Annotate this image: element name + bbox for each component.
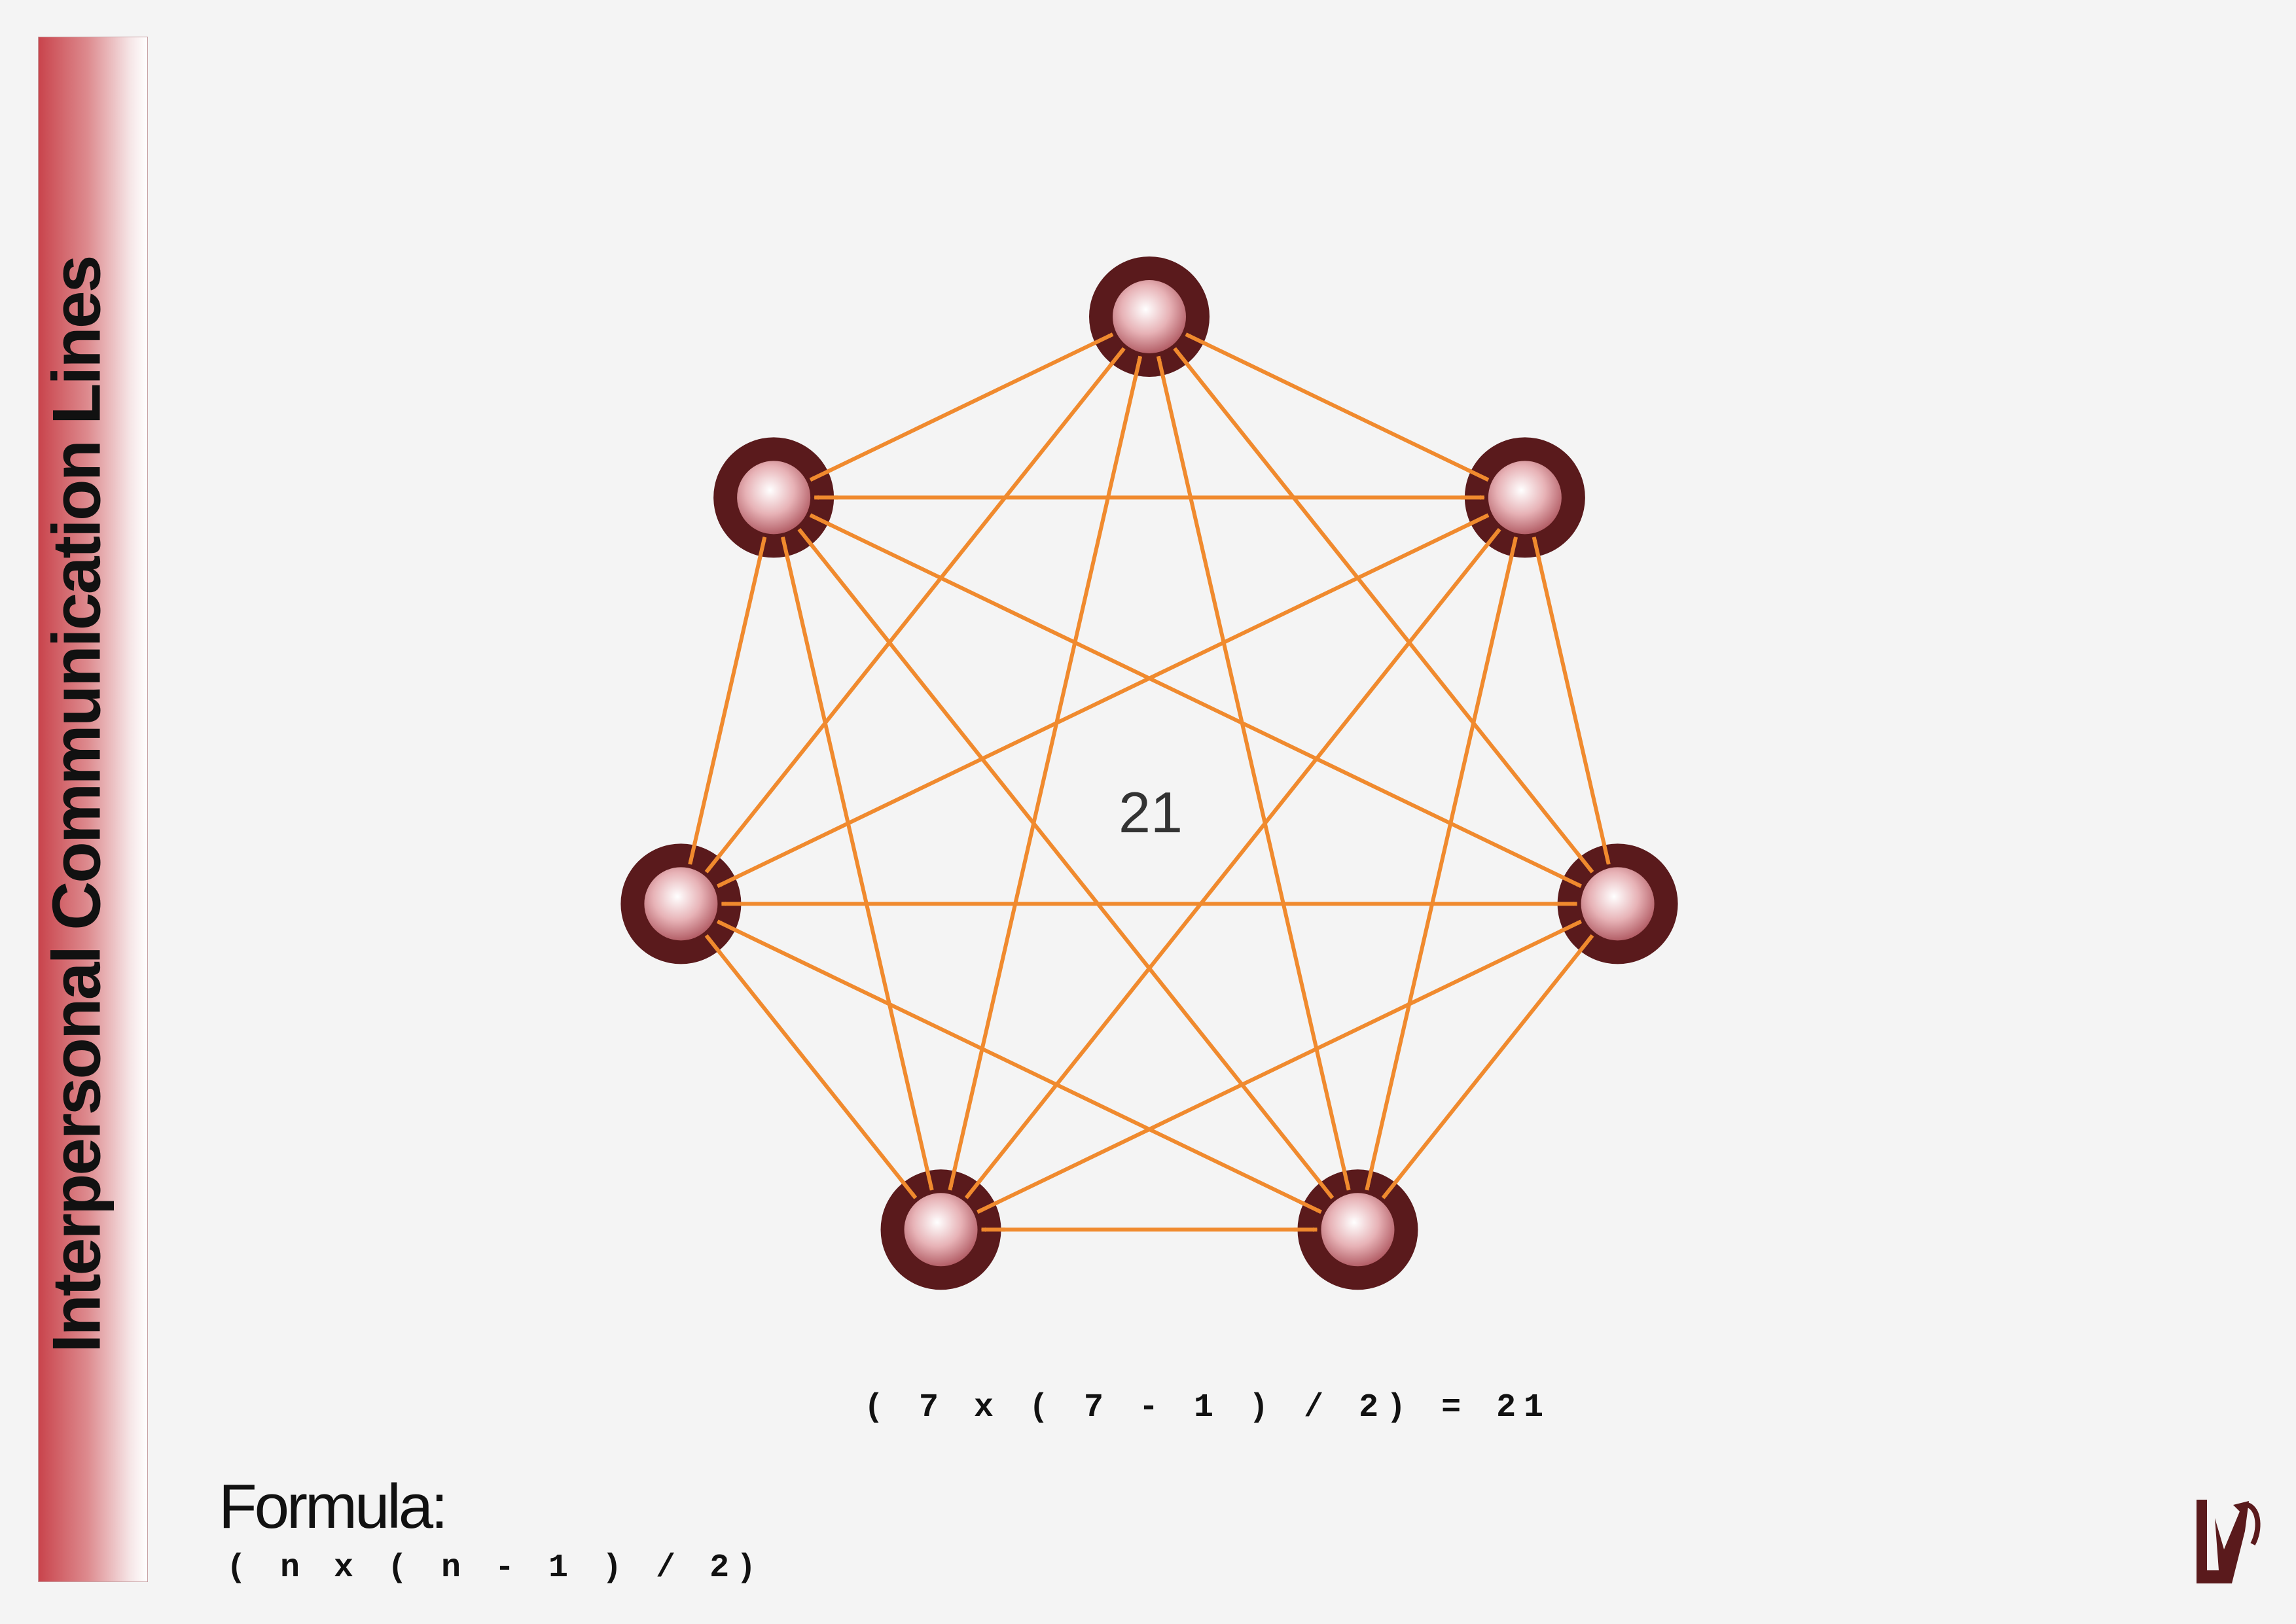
- connection-line-1-4: [1156, 355, 1351, 1191]
- connection-line-2-5: [964, 1178, 982, 1199]
- lv-logo-icon: [2197, 1500, 2261, 1583]
- node-5: [880, 1169, 1001, 1290]
- node-core: [1321, 1193, 1395, 1267]
- connection-line-1-4: [1341, 1167, 1351, 1191]
- connection-line-1-2: [1185, 332, 1208, 347]
- connection-line-4-7: [797, 527, 816, 549]
- connection-line-1-6: [704, 852, 723, 874]
- connection-line-3-7: [1559, 874, 1583, 889]
- title-bar: [38, 37, 148, 1582]
- connection-line-1-5: [1133, 355, 1143, 380]
- connection-line-6-7: [757, 537, 767, 561]
- connection-line-2-6: [1466, 513, 1490, 527]
- node-core: [1113, 280, 1186, 353]
- node-core: [644, 867, 718, 941]
- node-7: [713, 437, 834, 558]
- connection-line-1-2: [1185, 332, 1490, 482]
- connection-line-5-6: [899, 1178, 918, 1199]
- connection-line-3-5: [977, 1200, 1000, 1214]
- node-3: [1557, 843, 1678, 964]
- connection-line-2-4: [1365, 537, 1518, 1191]
- formula-text: ( n x ( n - 1 ) / 2): [226, 1549, 764, 1587]
- formula-label: Formula:: [219, 1472, 448, 1542]
- connection-line-1-5: [948, 355, 1143, 1191]
- connection-line-1-7: [809, 332, 1114, 482]
- connection-count: 21: [1119, 780, 1183, 845]
- person-nodes: [620, 256, 1678, 1290]
- connection-line-4-6: [1299, 1200, 1322, 1214]
- connection-line-3-4: [1576, 934, 1594, 955]
- connection-lines: [688, 332, 1611, 1232]
- connection-line-5-6: [704, 934, 723, 955]
- node-core: [737, 461, 811, 535]
- connection-line-3-5: [977, 919, 1583, 1214]
- connection-line-1-4: [1156, 355, 1166, 380]
- connection-line-1-7: [1090, 332, 1114, 347]
- connection-line-5-7: [924, 1167, 934, 1191]
- connection-line-2-3: [1601, 841, 1611, 865]
- connection-line-4-7: [1316, 1178, 1335, 1199]
- connection-line-1-3: [1576, 852, 1594, 874]
- node-4: [1297, 1169, 1418, 1290]
- connection-line-1-7: [809, 468, 833, 482]
- example-calculation: ( 7 x ( 7 - 1 ) / 2) = 21: [864, 1389, 1552, 1426]
- connection-line-6-7: [688, 841, 698, 865]
- node-core: [904, 1193, 978, 1267]
- connection-line-2-6: [716, 874, 740, 889]
- connection-line-3-7: [809, 513, 833, 527]
- node-1: [1089, 256, 1210, 377]
- node-6: [620, 843, 742, 964]
- node-2: [1464, 437, 1585, 558]
- connection-line-4-6: [716, 919, 1322, 1214]
- connection-line-2-3: [1532, 537, 1541, 561]
- connection-line-2-4: [1509, 537, 1518, 561]
- connection-line-1-5: [948, 1167, 958, 1191]
- connection-line-1-2: [1466, 468, 1490, 482]
- connection-arrowheads: [688, 332, 1611, 1232]
- node-core: [1488, 461, 1562, 535]
- connection-line-5-7: [781, 537, 934, 1191]
- connection-line-3-5: [1559, 919, 1583, 934]
- connection-line-3-4: [1381, 1178, 1399, 1199]
- connection-line-1-6: [1107, 347, 1126, 368]
- connection-line-1-3: [1173, 347, 1594, 874]
- connection-line-2-5: [1483, 527, 1501, 549]
- connection-line-1-6: [704, 347, 1126, 874]
- connection-line-4-6: [716, 919, 740, 934]
- connection-line-5-7: [781, 537, 790, 561]
- node-core: [1581, 867, 1655, 941]
- connection-line-2-4: [1365, 1167, 1374, 1191]
- connection-line-1-3: [1173, 347, 1191, 368]
- connection-line-6-7: [688, 537, 767, 865]
